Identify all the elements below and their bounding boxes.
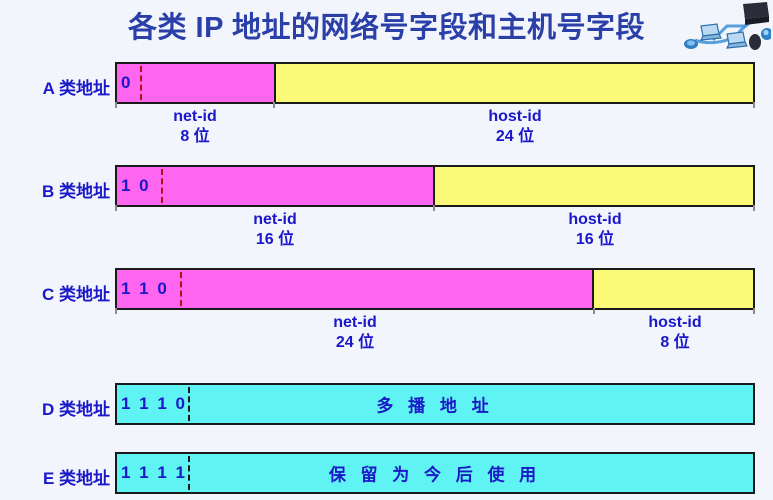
net-id-segment-a (117, 64, 276, 102)
net-id-bits-b: 16 位 (255, 231, 295, 248)
measure-net-a: net-id 8 位 (115, 102, 275, 152)
network-computers-icon (684, 2, 771, 50)
host-id-name-b: host-id (568, 211, 622, 228)
address-bar-b: 1 0 (115, 165, 755, 207)
row-label-c: C 类地址 (42, 285, 110, 304)
address-row-c: C 类地址 1 1 0 net-id 24 位 host-id 8 位 (0, 268, 773, 364)
prefix-bits-d: 1 1 1 0 (121, 394, 187, 413)
title-bar: 各类 IP 地址的网络号字段和主机号字段 (0, 0, 773, 52)
measure-host-b: host-id 16 位 (435, 205, 755, 255)
net-id-segment-c (117, 270, 594, 308)
host-id-segment-a (276, 64, 753, 102)
reserved-segment-e (117, 454, 753, 492)
host-id-name-a: host-id (488, 108, 542, 125)
measure-net-c: net-id 24 位 (115, 308, 595, 358)
host-id-label-c: host-id 8 位 (595, 314, 755, 352)
multicast-segment-d (117, 385, 753, 423)
prefix-separator-e (188, 456, 190, 490)
prefix-separator-d (188, 387, 190, 421)
prefix-separator-c (180, 272, 182, 306)
host-id-segment-c (594, 270, 753, 308)
address-row-e: E 类地址 1 1 1 1 保 留 为 今 后 使 用 (0, 452, 773, 498)
row-label-b: B 类地址 (42, 182, 110, 201)
net-id-label-c: net-id 24 位 (115, 314, 595, 352)
prefix-bits-c: 1 1 0 (121, 279, 169, 298)
net-id-bits-a: 8 位 (180, 128, 210, 145)
row-label-a: A 类地址 (42, 79, 110, 98)
host-id-label-b: host-id 16 位 (435, 211, 755, 249)
prefix-separator-a (140, 66, 142, 100)
measure-host-c: host-id 8 位 (595, 308, 755, 358)
address-bar-c: 1 1 0 (115, 268, 755, 310)
address-row-b: B 类地址 1 0 net-id 16 位 host-id 16 位 (0, 165, 773, 261)
measure-host-a: host-id 24 位 (275, 102, 755, 152)
net-id-bits-c: 24 位 (335, 334, 375, 351)
net-id-name-a: net-id (173, 108, 217, 125)
net-id-label-a: net-id 8 位 (115, 108, 275, 146)
host-id-bits-c: 8 位 (660, 334, 690, 351)
prefix-bits-b: 1 0 (121, 176, 151, 195)
host-id-bits-a: 24 位 (495, 128, 535, 145)
measure-net-b: net-id 16 位 (115, 205, 435, 255)
row-content-e: 保 留 为 今 后 使 用 (328, 465, 542, 485)
address-bar-a: 0 (115, 62, 755, 104)
net-id-name-c: net-id (333, 314, 377, 331)
host-id-bits-b: 16 位 (575, 231, 615, 248)
prefix-bits-a: 0 (121, 73, 133, 92)
address-row-a: A 类地址 0 net-id 8 位 host-id 24 位 (0, 62, 773, 158)
net-id-label-b: net-id 16 位 (115, 211, 435, 249)
net-id-name-b: net-id (253, 211, 297, 228)
prefix-separator-b (161, 169, 163, 203)
address-row-d: D 类地址 1 1 1 0 多 播 地 址 (0, 383, 773, 429)
host-id-label-a: host-id 24 位 (275, 108, 755, 146)
address-bar-d: 1 1 1 0 多 播 地 址 (115, 383, 755, 425)
row-content-d: 多 播 地 址 (376, 396, 494, 416)
host-id-segment-b (435, 167, 753, 205)
prefix-bits-e: 1 1 1 1 (121, 463, 187, 482)
net-id-segment-b (117, 167, 435, 205)
host-id-name-c: host-id (648, 314, 702, 331)
row-label-e: E 类地址 (42, 469, 110, 488)
row-label-d: D 类地址 (42, 400, 110, 419)
address-bar-e: 1 1 1 1 保 留 为 今 后 使 用 (115, 452, 755, 494)
page-title: 各类 IP 地址的网络号字段和主机号字段 (128, 12, 645, 44)
